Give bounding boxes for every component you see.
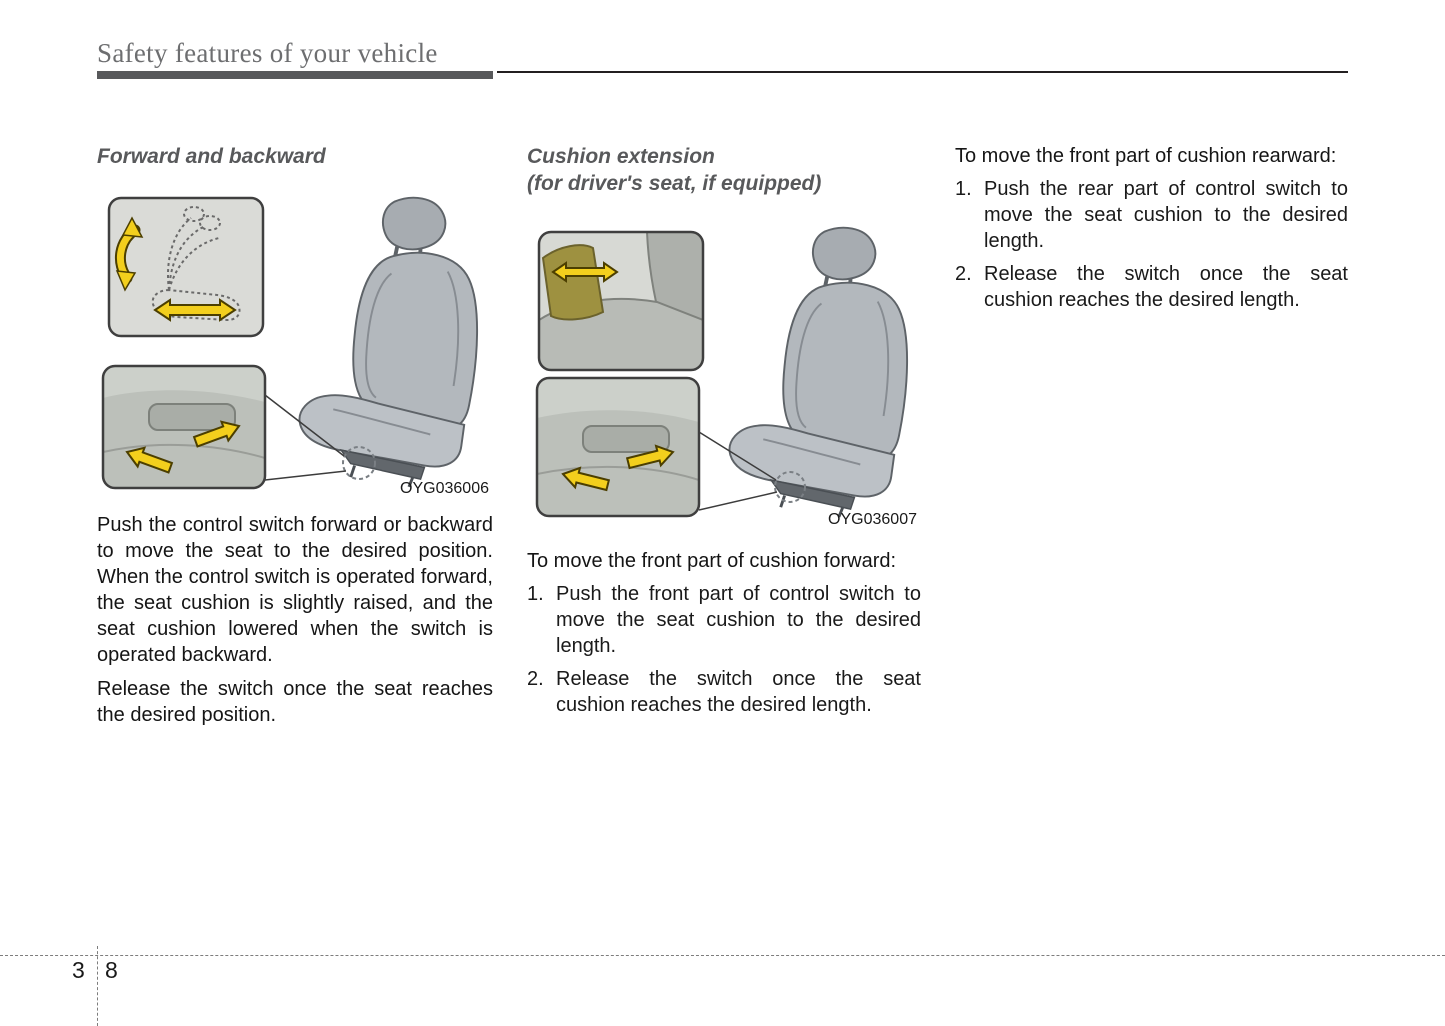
paragraph: Release the switch once the seat reaches… [97, 678, 493, 726]
inset-cushion-flap [537, 230, 705, 372]
list-item: 2. Release the switch once the seat cush… [527, 666, 921, 718]
figure-forward-backward: OYG036006 [97, 190, 493, 500]
list-item-text: Release the switch once the seat cushion… [556, 668, 921, 716]
list-item-text: Release the switch once the seat cushion… [984, 263, 1348, 311]
list-item: 2. Release the switch once the seat cush… [955, 261, 1348, 313]
figure-caption: OYG036007 [828, 511, 917, 528]
section-heading: Cushion extension [527, 145, 715, 168]
header-rule [497, 71, 1348, 73]
list-item: 1. Push the rear part of control switch … [955, 176, 1348, 254]
section-heading-subtitle: (for driver's seat, if equipped) [527, 172, 822, 195]
figure-caption: OYG036006 [400, 480, 489, 497]
inset-seat-motion [107, 196, 265, 338]
list-intro: To move the front part of cushion rearwa… [955, 145, 1337, 167]
dotted-seat-outline [151, 206, 241, 322]
list-item-number: 1. [527, 583, 544, 605]
chapter-number: 3 [72, 957, 85, 983]
recline-arrow-icon [114, 216, 144, 292]
cushion-extension-highlight [541, 244, 605, 321]
list-item-number: 2. [955, 263, 972, 285]
title-underline-bar [97, 71, 493, 79]
column-forward-backward: Forward and backward [97, 143, 493, 728]
retract-arrow-icon [561, 466, 611, 492]
footer-dashed-rule [0, 955, 1445, 956]
page-number: 8 [105, 957, 118, 983]
callout-circle [774, 471, 806, 503]
inset-control-switch [535, 376, 701, 518]
slide-double-arrow-icon [153, 298, 237, 322]
callout-circle [342, 446, 376, 480]
extension-double-arrow-icon [551, 261, 619, 283]
callout-lines [698, 431, 778, 511]
callout-lines [264, 394, 347, 481]
seat-illustration [297, 195, 480, 489]
slide-forward-arrow-icon [192, 420, 241, 448]
content-columns: Forward and backward [97, 143, 1348, 728]
seat-illustration [727, 225, 910, 519]
list-item-text: Push the front part of control switch to… [556, 583, 921, 657]
column-cushion-extension: Cushion extension (for driver's seat, if… [527, 143, 921, 728]
list-item: 1. Push the front part of control switch… [527, 581, 921, 659]
page-title: Safety features of your vehicle [97, 38, 438, 68]
section-heading: Forward and backward [97, 145, 326, 168]
figure-cushion-extension: OYG036007 [527, 222, 921, 532]
seat-forward-backward-illustration: OYG036006 [101, 195, 489, 497]
extend-arrow-icon [625, 444, 675, 470]
list-intro: To move the front part of cushion for­wa… [527, 550, 897, 572]
seat-cushion-extension-illustration: OYG036007 [535, 225, 917, 528]
footer-dashed-crop-mark [97, 946, 98, 1026]
list-item-number: 2. [527, 668, 544, 690]
list-item-text: Push the rear part of control switch to … [984, 178, 1348, 252]
paragraph: Push the control switch forward or backw… [97, 514, 493, 666]
column-cushion-rearward: To move the front part of cushion rearwa… [955, 143, 1348, 728]
inset-control-switch [101, 364, 267, 490]
slide-back-arrow-icon [125, 446, 174, 474]
list-item-number: 1. [955, 178, 972, 200]
